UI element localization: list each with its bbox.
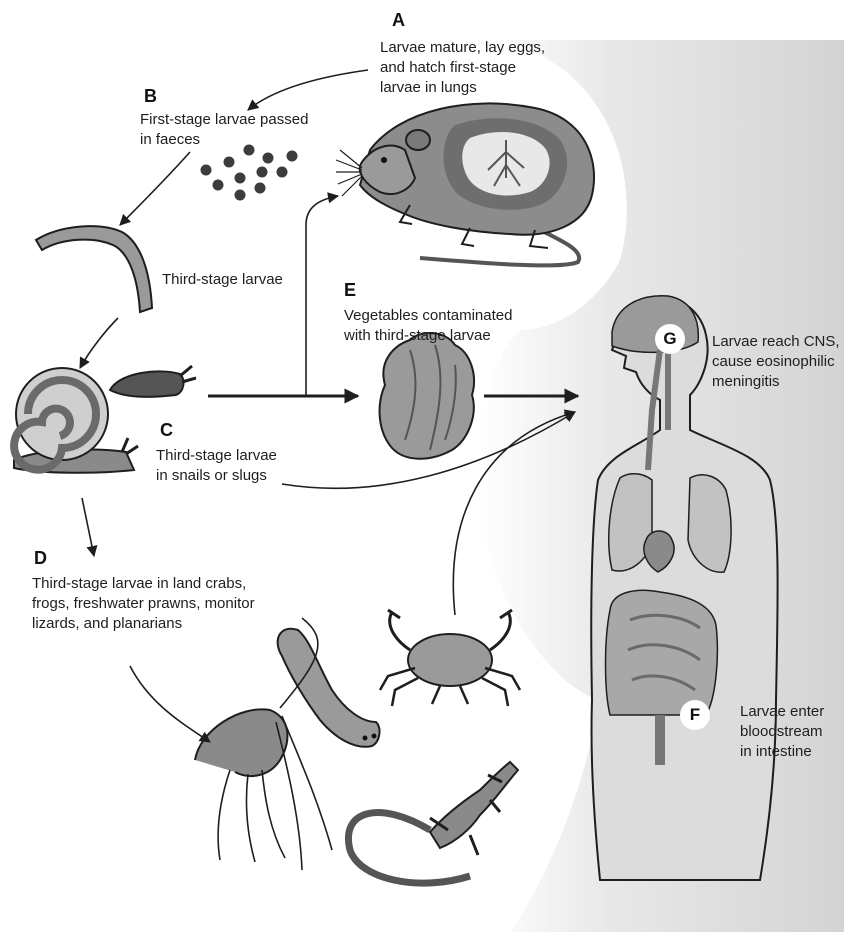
- slug-body: [110, 371, 183, 396]
- stage-a-text: Larvae mature, lay eggs, and hatch first…: [380, 38, 580, 98]
- lizard-body: [430, 762, 518, 848]
- stage-d-letter: D: [34, 548, 47, 569]
- stage-g-badge: G: [655, 324, 685, 354]
- stage-c-letter: C: [160, 420, 173, 441]
- stage-d-text: Third-stage larvae in land crabs, frogs,…: [32, 574, 332, 634]
- third-stage-larvae-label: Third-stage larvae: [162, 270, 342, 290]
- planarian-illustration: [278, 629, 380, 747]
- planarian-eye: [363, 736, 368, 741]
- first-stage-larvae-dots: [201, 145, 298, 201]
- stage-b-text: First-stage larvae passed in faeces: [140, 110, 370, 150]
- stage-a-letter: A: [392, 10, 405, 31]
- crab-body: [408, 634, 492, 686]
- rat-eye: [381, 157, 387, 163]
- stage-g-text: Larvae reach CNS, cause eosinophilic men…: [712, 332, 840, 392]
- slug-illustration: [110, 366, 196, 397]
- vegetable-illustration: [380, 333, 474, 459]
- arrow-snail-to-paratenic: [82, 498, 94, 556]
- planarian-eye: [372, 734, 377, 739]
- arrow-paratenic-to-prawn: [130, 666, 210, 742]
- rat-illustration: [336, 103, 594, 265]
- prawn-body: [195, 709, 287, 776]
- stage-e-text: Vegetables contaminated with third-stage…: [344, 306, 564, 346]
- prawn-legs: [218, 770, 285, 862]
- third-stage-larva-worm: [36, 226, 152, 312]
- stage-f-badge: F: [680, 700, 710, 730]
- lizard-illustration: [348, 762, 518, 883]
- stage-e-letter: E: [344, 280, 356, 301]
- crab-illustration: [380, 610, 520, 706]
- arrow-larva-to-snail: [80, 318, 118, 368]
- arrow-to-rat: [306, 196, 338, 396]
- human-intestines: [606, 590, 718, 715]
- rat-whiskers: [336, 150, 362, 196]
- arrow-rat-to-faeces: [248, 70, 368, 110]
- stage-f-text: Larvae enter bloodstream in intestine: [740, 702, 840, 762]
- arrow-faeces-to-larva: [120, 152, 190, 225]
- stage-b-letter: B: [144, 86, 157, 107]
- stage-c-text: Third-stage larvae in snails or slugs: [156, 446, 336, 486]
- rat-ear: [406, 130, 430, 150]
